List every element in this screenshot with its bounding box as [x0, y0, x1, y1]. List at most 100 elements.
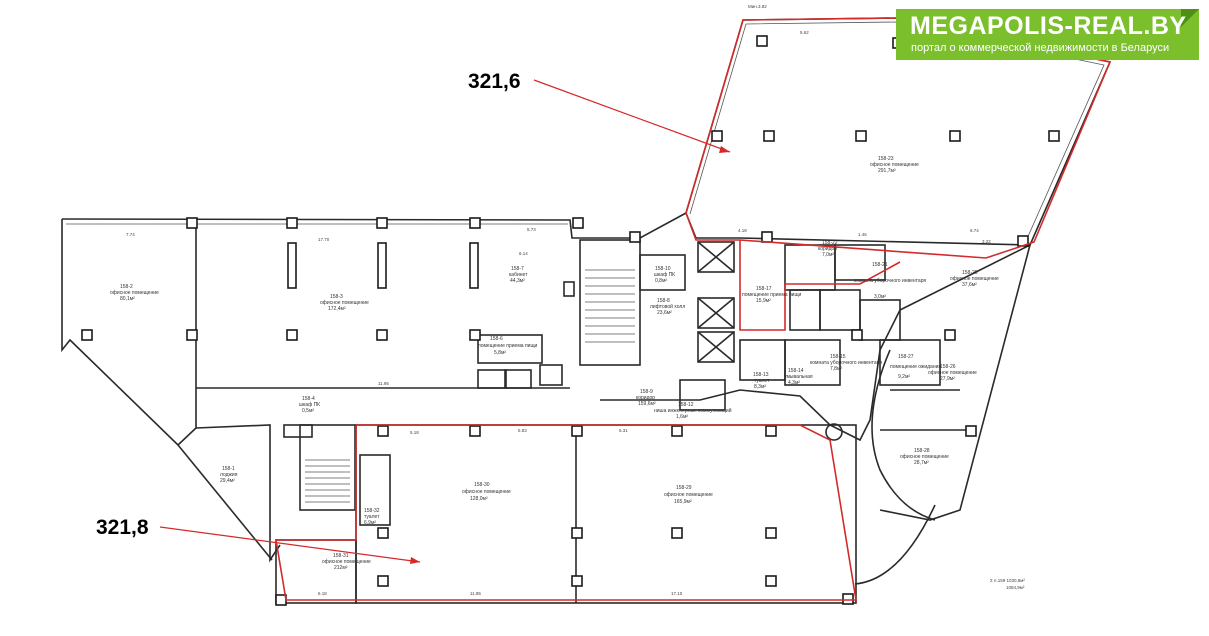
svg-text:291,7м²: 291,7м²	[878, 168, 896, 174]
svg-text:7,8м²: 7,8м²	[830, 366, 842, 372]
svg-text:помещение ожидания: помещение ожидания	[890, 364, 941, 370]
svg-text:17.70: 17.70	[318, 237, 330, 242]
svg-text:158-8: 158-8	[657, 298, 670, 304]
svg-text:80,1м²: 80,1м²	[120, 296, 135, 302]
svg-text:159,6м²: 159,6м²	[638, 401, 656, 407]
svg-text:172,4м²: 172,4м²	[328, 306, 346, 312]
svg-text:15,9м²: 15,9м²	[756, 298, 771, 304]
svg-text:офисное помещение: офисное помещение	[870, 162, 919, 168]
svg-text:помещение приема пищи: помещение приема пищи	[478, 343, 538, 349]
svg-text:158-6: 158-6	[490, 336, 503, 342]
svg-text:7,0м²: 7,0м²	[822, 252, 834, 258]
svg-text:7.74: 7.74	[126, 232, 135, 237]
svg-text:3,0м²: 3,0м²	[874, 294, 886, 300]
svg-text:3.22: 3.22	[982, 239, 991, 244]
svg-text:29,4м²: 29,4м²	[220, 478, 235, 484]
callout-arrows	[159, 79, 731, 564]
svg-text:кабинет: кабинет	[509, 272, 528, 278]
svg-text:158-30: 158-30	[474, 482, 490, 488]
svg-text:Σ п.159 1030,8м²: Σ п.159 1030,8м²	[990, 578, 1025, 583]
svg-text:коридор: коридор	[636, 395, 655, 401]
callout-label-south: 321,8	[96, 516, 149, 539]
svg-text:помещение приема пищи: помещение приема пищи	[742, 292, 802, 298]
svg-text:165,9м²: 165,9м²	[674, 499, 692, 505]
svg-text:офисное помещение: офисное помещение	[950, 276, 999, 282]
svg-text:офисное помещение: офисное помещение	[664, 492, 713, 498]
svg-text:6,9м²: 6,9м²	[364, 520, 376, 526]
svg-text:офисное помещение: офисное помещение	[322, 559, 371, 565]
svg-text:офисное помещение: офисное помещение	[928, 370, 977, 376]
svg-text:158-3: 158-3	[330, 294, 343, 300]
svg-text:шкаф ПК: шкаф ПК	[299, 402, 320, 408]
svg-text:офисное помещение: офисное помещение	[320, 300, 369, 306]
svg-text:коридор: коридор	[818, 246, 837, 252]
walls	[61, 17, 1112, 604]
logo-title: MEGAPOLIS-REAL.BY	[910, 12, 1187, 40]
svg-text:158-25: 158-25	[962, 270, 978, 276]
svg-text:11.85: 11.85	[470, 591, 481, 596]
svg-text:4.18: 4.18	[738, 228, 747, 233]
svg-text:158-10: 158-10	[655, 266, 671, 272]
svg-text:5.31: 5.31	[619, 428, 628, 433]
svg-text:158-31: 158-31	[333, 553, 349, 559]
svg-text:4,3м²: 4,3м²	[788, 380, 800, 386]
svg-text:5.18: 5.18	[410, 430, 419, 435]
svg-text:23,6м²: 23,6м²	[657, 310, 672, 316]
svg-text:158-17: 158-17	[756, 286, 772, 292]
svg-text:туалет: туалет	[754, 378, 770, 384]
svg-text:158-14: 158-14	[788, 368, 804, 374]
svg-text:128,0м²: 128,0м²	[470, 496, 488, 502]
columns	[81, 35, 1060, 606]
svg-text:158-9: 158-9	[640, 389, 653, 395]
svg-text:44,3м²: 44,3м²	[510, 278, 525, 284]
svg-text:158-13: 158-13	[753, 372, 769, 378]
svg-text:туалет: туалет	[364, 514, 380, 520]
svg-text:158-15: 158-15	[830, 354, 846, 360]
svg-text:158-22: 158-22	[822, 240, 838, 246]
svg-text:158-29: 158-29	[676, 485, 692, 491]
svg-text:лифтовой холл: лифтовой холл	[650, 303, 685, 310]
svg-text:158-32: 158-32	[364, 508, 380, 514]
svg-text:5.83: 5.83	[518, 428, 527, 433]
logo-subtitle: портал о коммерческой недвижимости в Бел…	[911, 42, 1170, 54]
svg-text:158-4: 158-4	[302, 396, 315, 402]
svg-text:1084,9м²: 1084,9м²	[1006, 585, 1025, 590]
svg-text:158-23: 158-23	[878, 156, 894, 162]
svg-text:0,8м²: 0,8м²	[655, 278, 667, 284]
svg-text:158-12: 158-12	[678, 402, 694, 408]
svg-text:комната уборочного инвентаря: комната уборочного инвентаря	[854, 278, 926, 284]
top-note: Мин.3.82	[748, 4, 767, 9]
logo-corner-fold	[1181, 9, 1199, 27]
svg-text:6.14: 6.14	[519, 251, 528, 256]
svg-text:27,9м²: 27,9м²	[940, 376, 955, 382]
svg-text:0,5м²: 0,5м²	[302, 408, 314, 414]
svg-text:лоджия: лоджия	[220, 472, 238, 478]
svg-text:17.10: 17.10	[671, 591, 683, 596]
brand-logo[interactable]: MEGAPOLIS-REAL.BY портал о коммерческой …	[896, 9, 1199, 60]
svg-text:212м²: 212м²	[334, 565, 348, 571]
svg-text:158-21: 158-21	[872, 262, 888, 268]
svg-text:офисное помещение: офисное помещение	[900, 454, 949, 460]
area-totals: Σ п.159 1030,8м² 1084,9м²	[990, 578, 1025, 590]
svg-text:8,3м²: 8,3м²	[754, 384, 766, 390]
svg-text:1,6м²: 1,6м²	[676, 414, 688, 420]
